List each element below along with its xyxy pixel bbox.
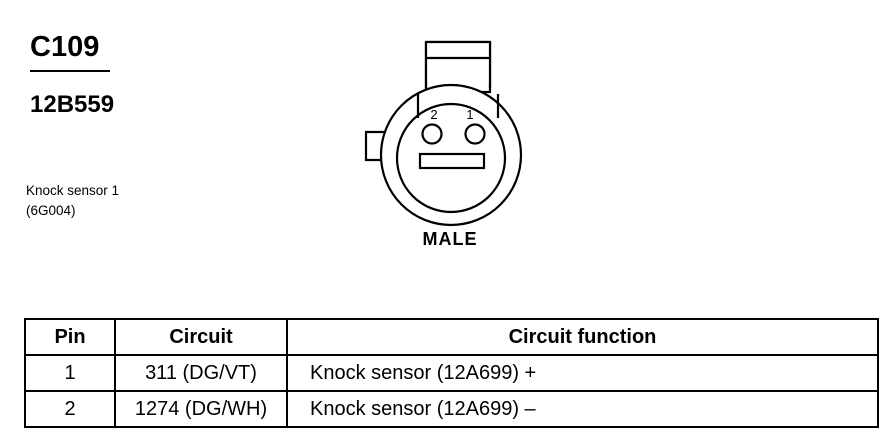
connector-inner-face <box>395 102 507 214</box>
circuit-number: 311 (DG/VT) <box>114 354 288 392</box>
connector-gender-label: MALE <box>422 229 478 249</box>
header-pin: Pin <box>24 318 116 356</box>
header-circuit: Circuit <box>114 318 288 356</box>
connector-id: C109 <box>30 31 100 63</box>
pinout-table: Pin Circuit Circuit function 1 311 (DG/V… <box>24 318 879 428</box>
table-row: 1 311 (DG/VT) Knock sensor (12A699) + <box>24 354 879 392</box>
pin-1-cavity <box>464 123 486 145</box>
circuit-function: Knock sensor (12A699) + <box>286 354 879 392</box>
pin-number: 1 <box>24 354 116 392</box>
pin-2-label: 2 <box>430 107 437 122</box>
circuit-function: Knock sensor (12A699) – <box>286 390 879 428</box>
pin-2-cavity <box>421 123 443 145</box>
connector-key-slot <box>418 152 486 170</box>
header-circuit-function: Circuit function <box>286 318 879 356</box>
pin-number: 2 <box>24 390 116 428</box>
component-code: (6G004) <box>26 203 76 218</box>
component-name: Knock sensor 1 <box>26 183 120 198</box>
connector-face-diagram: 2 1 <box>364 40 523 227</box>
pin-1-label: 1 <box>466 107 473 122</box>
table-row: 2 1274 (DG/WH) Knock sensor (12A699) – <box>24 390 879 428</box>
part-number: 12B559 <box>30 91 115 118</box>
connector-id-underline <box>30 70 110 72</box>
table-header-row: Pin Circuit Circuit function <box>24 318 879 356</box>
circuit-number: 1274 (DG/WH) <box>114 390 288 428</box>
